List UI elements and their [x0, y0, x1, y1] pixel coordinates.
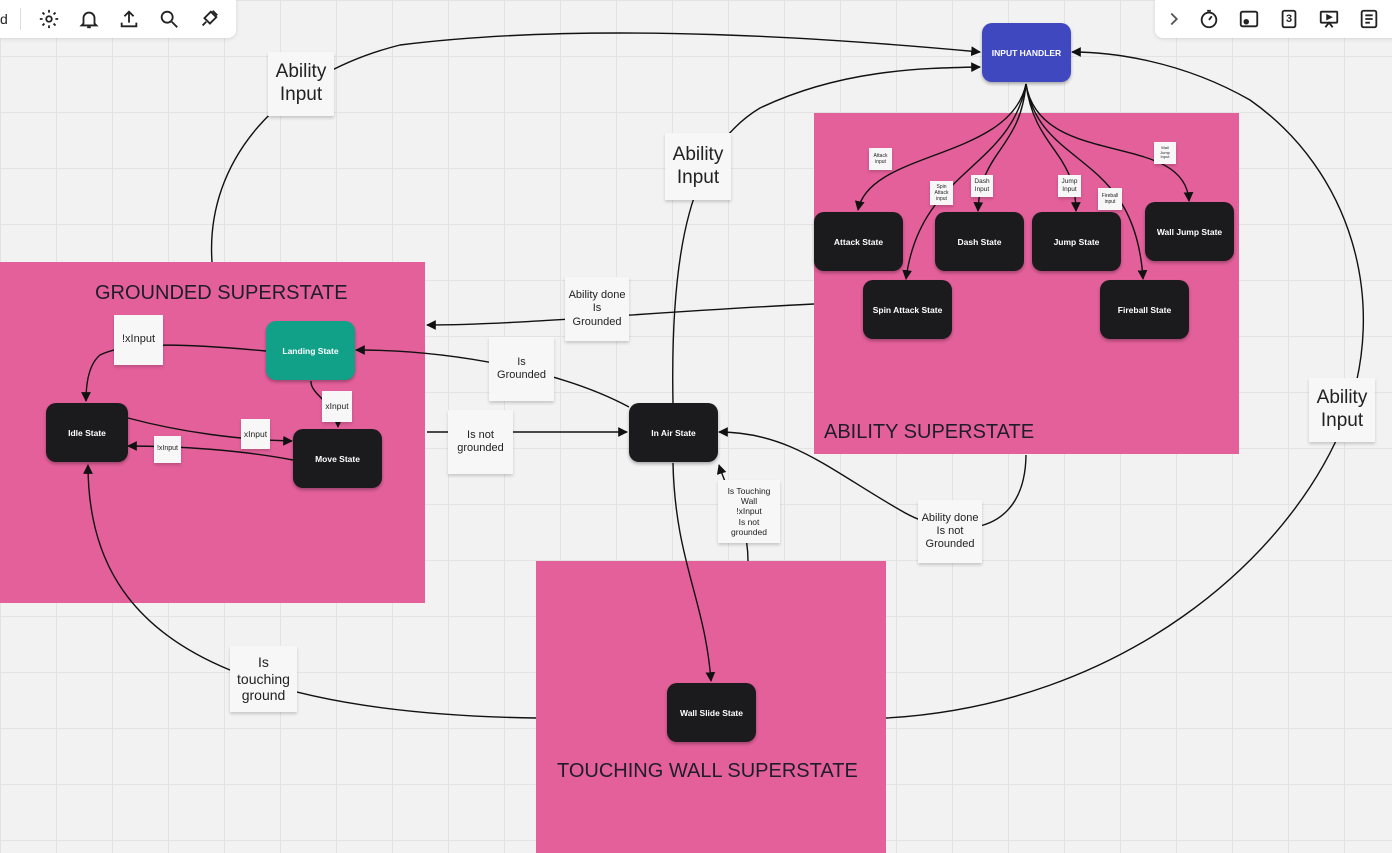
notes-icon[interactable] [1349, 0, 1389, 38]
note-attack-input[interactable]: Attack input [869, 148, 892, 170]
jump-state[interactable]: Jump State [1032, 212, 1121, 271]
input-handler-state[interactable]: INPUT HANDLER [982, 23, 1071, 82]
wall-jump-state[interactable]: Wall Jump State [1145, 202, 1234, 261]
counter-icon[interactable]: 3 [1269, 0, 1309, 38]
board-toolbar-right: 3 [1155, 0, 1392, 38]
plugin-icon[interactable] [189, 0, 229, 38]
board-name[interactable]: d [0, 11, 8, 27]
wall-slide-state[interactable]: Wall Slide State [667, 683, 756, 742]
timer-icon[interactable] [1189, 0, 1229, 38]
attack-state[interactable]: Attack State [814, 212, 903, 271]
upload-icon[interactable] [109, 0, 149, 38]
dash-state[interactable]: Dash State [935, 212, 1024, 271]
note-wall-jump-input[interactable]: Wall Jump Input [1154, 142, 1176, 164]
search-icon[interactable] [149, 0, 189, 38]
note-xinput-move[interactable]: xInput [241, 419, 270, 449]
note-dash-input[interactable]: Dash Input [971, 175, 993, 197]
note-touching-wall-condition[interactable]: Is Touching Wall !xInput Is not grounded [718, 480, 780, 543]
board-toolbar-left: d [0, 0, 236, 38]
toolbar-divider [20, 8, 21, 30]
note-ability-done-grounded[interactable]: Ability done Is Grounded [565, 277, 629, 341]
note-ability-input-top[interactable]: Ability Input [268, 52, 334, 116]
note-not-xinput-move[interactable]: !xInput [154, 436, 181, 463]
idle-state[interactable]: Idle State [46, 403, 128, 462]
bell-icon[interactable] [69, 0, 109, 38]
note-ability-done-not-grounded[interactable]: Ability done Is not Grounded [918, 500, 982, 563]
note-not-xinput-idle[interactable]: !xInput [114, 315, 163, 365]
in-air-state[interactable]: In Air State [629, 403, 718, 462]
settings-icon[interactable] [29, 0, 69, 38]
ability-superstate-title: ABILITY SUPERSTATE [824, 421, 1035, 443]
landing-state[interactable]: Landing State [266, 321, 355, 380]
move-state[interactable]: Move State [293, 429, 382, 488]
note-xinput-landing[interactable]: xInput [322, 391, 352, 422]
spin-attack-state[interactable]: Spin Attack State [863, 280, 952, 339]
note-jump-input[interactable]: Jump Input [1058, 175, 1081, 197]
present-icon[interactable] [1309, 0, 1349, 38]
note-spin-attack-input[interactable]: Spin Attack input [930, 181, 953, 205]
note-ability-input-right[interactable]: Ability Input [1309, 378, 1375, 442]
chevron-right-icon[interactable] [1159, 0, 1189, 38]
counter-value: 3 [1285, 13, 1293, 25]
grounded-superstate-title: GROUNDED SUPERSTATE [95, 282, 348, 304]
note-is-grounded[interactable]: Is Grounded [489, 337, 554, 401]
frame-icon[interactable] [1229, 0, 1269, 38]
note-fireball-input[interactable]: Fireball input [1098, 188, 1122, 210]
touching-wall-superstate-title: TOUCHING WALL SUPERSTATE [557, 760, 858, 782]
note-touching-ground[interactable]: Is touching ground [230, 646, 297, 712]
fireball-state[interactable]: Fireball State [1100, 280, 1189, 339]
note-ability-input-mid[interactable]: Ability Input [665, 133, 731, 200]
note-is-not-grounded[interactable]: Is not grounded [448, 410, 513, 474]
